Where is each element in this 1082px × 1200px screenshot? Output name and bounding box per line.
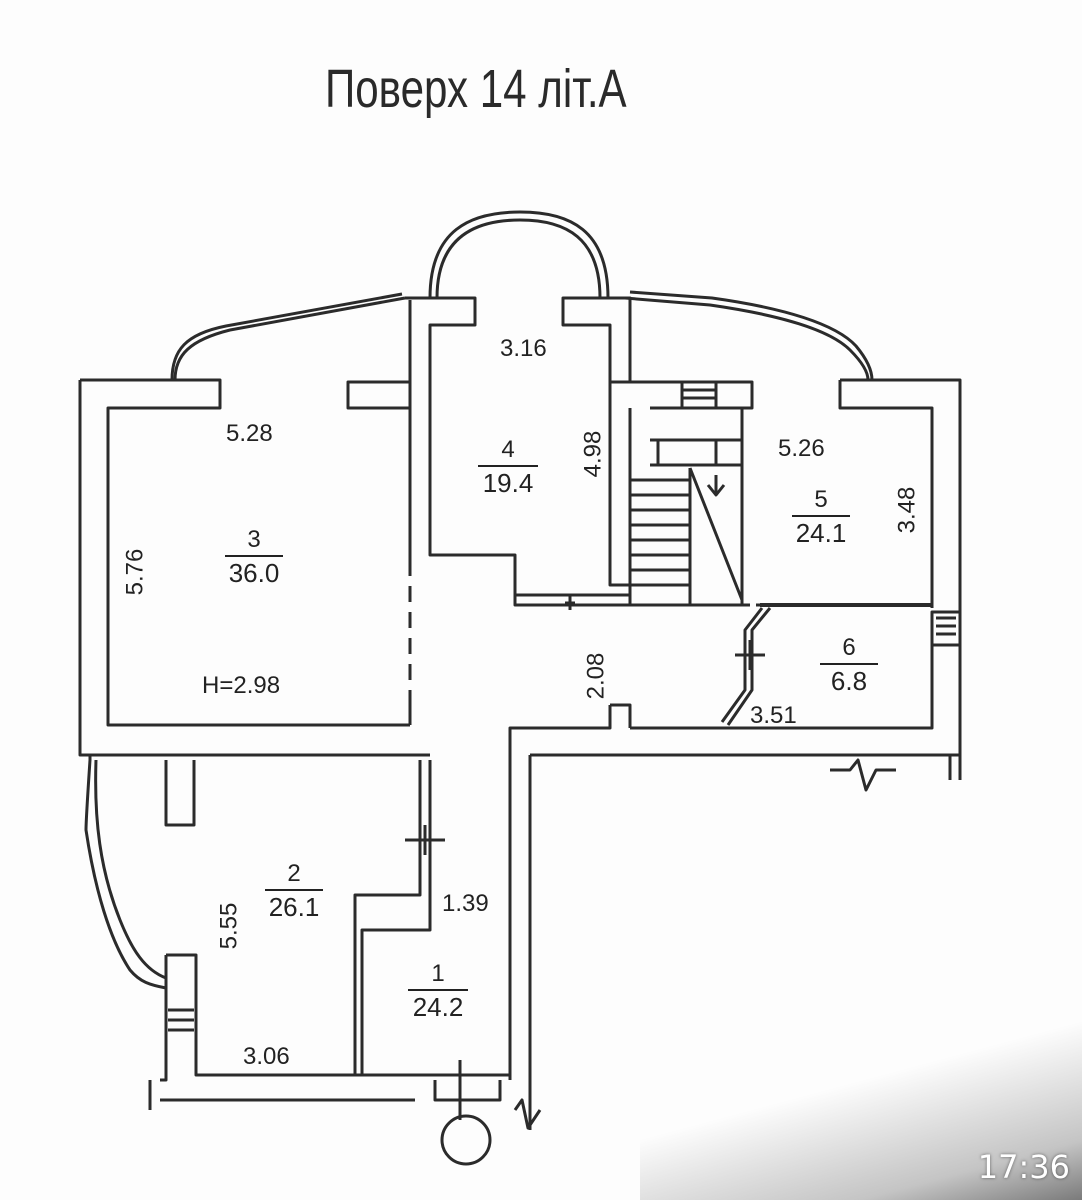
- room-4-area: 19.4: [482, 468, 534, 498]
- dim-room4-depth: 4.98: [579, 430, 607, 478]
- dim-room3-ceiling: H=2.98: [202, 672, 281, 699]
- room-6-label: 6 6.8: [820, 636, 878, 694]
- room-2-area: 26.1: [268, 892, 320, 922]
- stair-block: [628, 380, 760, 607]
- dim-room6-width: 3.51: [750, 702, 797, 729]
- room-3-divider: [225, 555, 283, 557]
- room-3-label: 3 36.0: [225, 528, 283, 586]
- room-1-label: 1 24.2: [408, 962, 468, 1020]
- dim-room2-depth: 5.55: [215, 902, 243, 950]
- room-3-area: 36.0: [228, 558, 280, 588]
- room-2-divider: [265, 889, 323, 891]
- dim-room5-width: 5.26: [778, 435, 825, 462]
- room-5-number: 5: [814, 486, 828, 513]
- dim-room5-depth: 3.48: [893, 486, 921, 534]
- room-4-divider: [478, 465, 538, 467]
- dim-room1-width: 1.39: [442, 890, 489, 917]
- room-4-label: 4 19.4: [478, 438, 538, 496]
- room-1-area: 24.2: [412, 992, 464, 1022]
- room-5-area: 24.1: [795, 518, 847, 548]
- dim-room4-width: 3.16: [500, 335, 547, 362]
- room-6-divider: [820, 663, 878, 665]
- page-curl-shadow: [640, 1020, 1082, 1200]
- room-6-walls: [530, 607, 962, 792]
- dim-room3-height: 5.76: [121, 548, 149, 596]
- room-5-label: 5 24.1: [792, 488, 850, 546]
- dim-room2-width: 3.06: [243, 1043, 290, 1070]
- corridor-walls: [405, 595, 632, 1130]
- floor-title: Поверх 14 літ.А: [324, 59, 627, 119]
- room-1-number: 1: [431, 960, 445, 987]
- room-5-divider: [792, 515, 850, 517]
- dim-corridor-width: 2.08: [582, 652, 610, 700]
- room-6-area: 6.8: [830, 666, 868, 696]
- room-2-label: 2 26.1: [265, 862, 323, 920]
- room-4-walls: [405, 210, 632, 607]
- elevator-circle: [440, 1114, 492, 1166]
- room-3-number: 3: [247, 526, 261, 553]
- room-6-number: 6: [842, 634, 856, 661]
- room-2-number: 2: [287, 860, 301, 887]
- dim-room3-width: 5.28: [226, 420, 273, 447]
- room-2-walls: [84, 755, 542, 1130]
- status-time: 17:36: [977, 1148, 1070, 1186]
- room-3-walls: [78, 292, 430, 757]
- room-1-divider: [408, 989, 468, 991]
- room-4-number: 4: [501, 436, 515, 463]
